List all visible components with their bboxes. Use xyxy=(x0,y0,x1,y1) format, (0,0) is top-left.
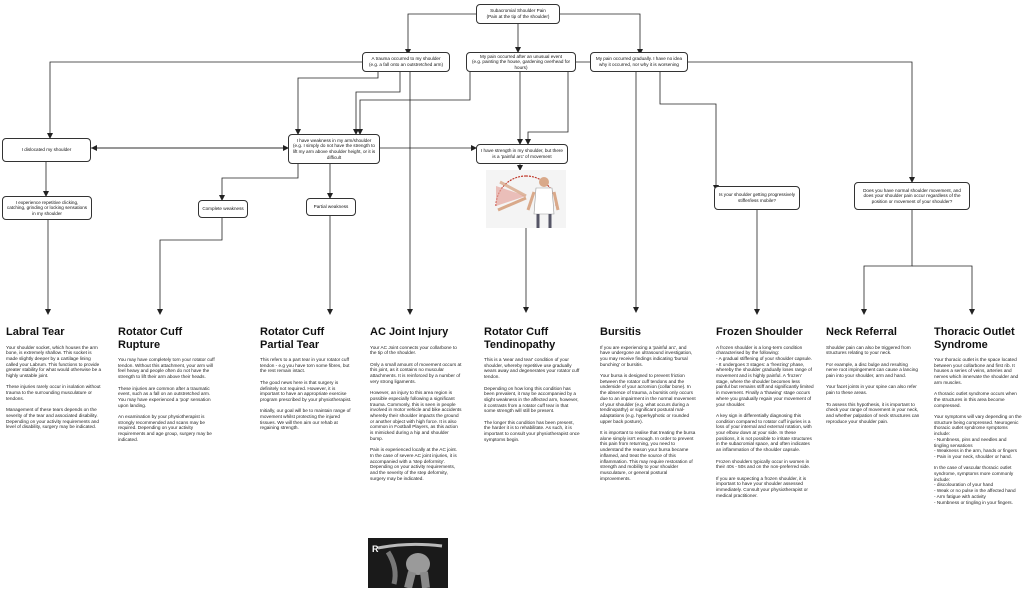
condition-title: Labral Tear xyxy=(6,326,65,338)
condition-rotator-cuff-rupture: Rotator Cuff Rupture You may have comple… xyxy=(118,326,218,443)
condition-title: Rotator Cuff Tendinopathy xyxy=(484,326,556,351)
normal-movement-node: Does you have normal shoulder movement, … xyxy=(854,182,970,210)
condition-frozen-shoulder: Frozen Shoulder A frozen shoulder is a l… xyxy=(716,326,814,498)
xray-marker: R xyxy=(372,544,379,554)
normal-movement-node-label: Does you have normal shoulder movement, … xyxy=(863,187,961,204)
gradual-node-label: My pain occurred gradually. I have no id… xyxy=(595,56,683,67)
root-node-label: Subacromial Shoulder Pain (Pain at the t… xyxy=(486,8,550,19)
condition-description: A frozen shoulder is a long-term conditi… xyxy=(716,344,814,498)
dislocated-node: I dislocated my shoulder xyxy=(2,138,91,162)
gradual-node: My pain occurred gradually. I have no id… xyxy=(590,52,688,72)
trauma-node-label: A trauma occurred to my shoulder (e.g. a… xyxy=(368,56,444,67)
condition-description: Your shoulder socket, which houses the a… xyxy=(6,344,102,430)
complete-weakness-node: Complete weakness xyxy=(198,200,248,218)
condition-title: AC Joint Injury xyxy=(370,326,449,338)
weakness-node-label: I have weakness in my arm/shoulder (e.g.… xyxy=(292,137,376,160)
dislocated-node-label: I dislocated my shoulder xyxy=(21,147,72,153)
stiffer-node: Is your shoulder getting progressively s… xyxy=(714,186,800,210)
condition-description: Your thoracic outlet is the space locate… xyxy=(934,357,1022,505)
unusual-event-node-label: My pain occurred after an unusual event … xyxy=(471,53,571,70)
condition-description: Your AC Joint connects your collarbone t… xyxy=(370,344,462,481)
trauma-node: A trauma occurred to my shoulder (e.g. a… xyxy=(362,52,450,72)
condition-description: This is a 'wear and tear' condition of y… xyxy=(484,357,580,442)
condition-description: You may have completely torn your rotato… xyxy=(118,357,215,442)
condition-title: Bursitis xyxy=(600,326,641,338)
clicking-node: I experience repetitive clicking, catchi… xyxy=(2,196,92,220)
partial-weakness-node-label: Partial weakness xyxy=(313,204,349,210)
root-node: Subacromial Shoulder Pain (Pain at the t… xyxy=(476,4,560,24)
condition-title: Frozen Shoulder xyxy=(716,326,803,338)
painful-arc-illustration xyxy=(486,170,566,228)
complete-weakness-node-label: Complete weakness xyxy=(202,206,244,212)
condition-rotator-cuff-tendinopathy: Rotator Cuff Tendinopathy This is a 'wea… xyxy=(484,326,580,443)
condition-description: Shoulder pain can also be triggered from… xyxy=(826,344,920,424)
clicking-node-label: I experience repetitive clicking, catchi… xyxy=(6,199,88,216)
condition-title: Rotator Cuff Partial Tear xyxy=(260,326,325,351)
condition-ac-joint-injury: AC Joint Injury Your AC Joint connects y… xyxy=(370,326,462,481)
condition-neck-referral: Neck Referral Shoulder pain can also be … xyxy=(826,326,920,424)
partial-weakness-node: Partial weakness xyxy=(306,198,356,216)
condition-title: Thoracic Outlet Syndrome xyxy=(934,326,1015,351)
condition-description: This refers to a part tear in your rotat… xyxy=(260,357,352,431)
unusual-event-node: My pain occurred after an unusual event … xyxy=(466,52,576,72)
stiffer-node-label: Is your shoulder getting progressively s… xyxy=(718,192,796,203)
strength-arc-node: I have strength in my shoulder, but ther… xyxy=(476,144,568,164)
weakness-node: I have weakness in my arm/shoulder (e.g.… xyxy=(288,134,380,164)
condition-rotator-cuff-partial-tear: Rotator Cuff Partial Tear This refers to… xyxy=(260,326,356,431)
condition-labral-tear: Labral Tear Your shoulder socket, which … xyxy=(6,326,104,430)
condition-title: Rotator Cuff Rupture xyxy=(118,326,183,351)
condition-bursitis: Bursitis If you are experiencing a 'pain… xyxy=(600,326,696,481)
condition-description: If you are experiencing a 'painful arc',… xyxy=(600,344,696,481)
strength-arc-node-label: I have strength in my shoulder, but ther… xyxy=(481,148,563,159)
condition-thoracic-outlet-syndrome: Thoracic Outlet Syndrome Your thoracic o… xyxy=(934,326,1022,505)
condition-title: Neck Referral xyxy=(826,326,897,338)
ac-joint-xray: R xyxy=(368,538,448,589)
